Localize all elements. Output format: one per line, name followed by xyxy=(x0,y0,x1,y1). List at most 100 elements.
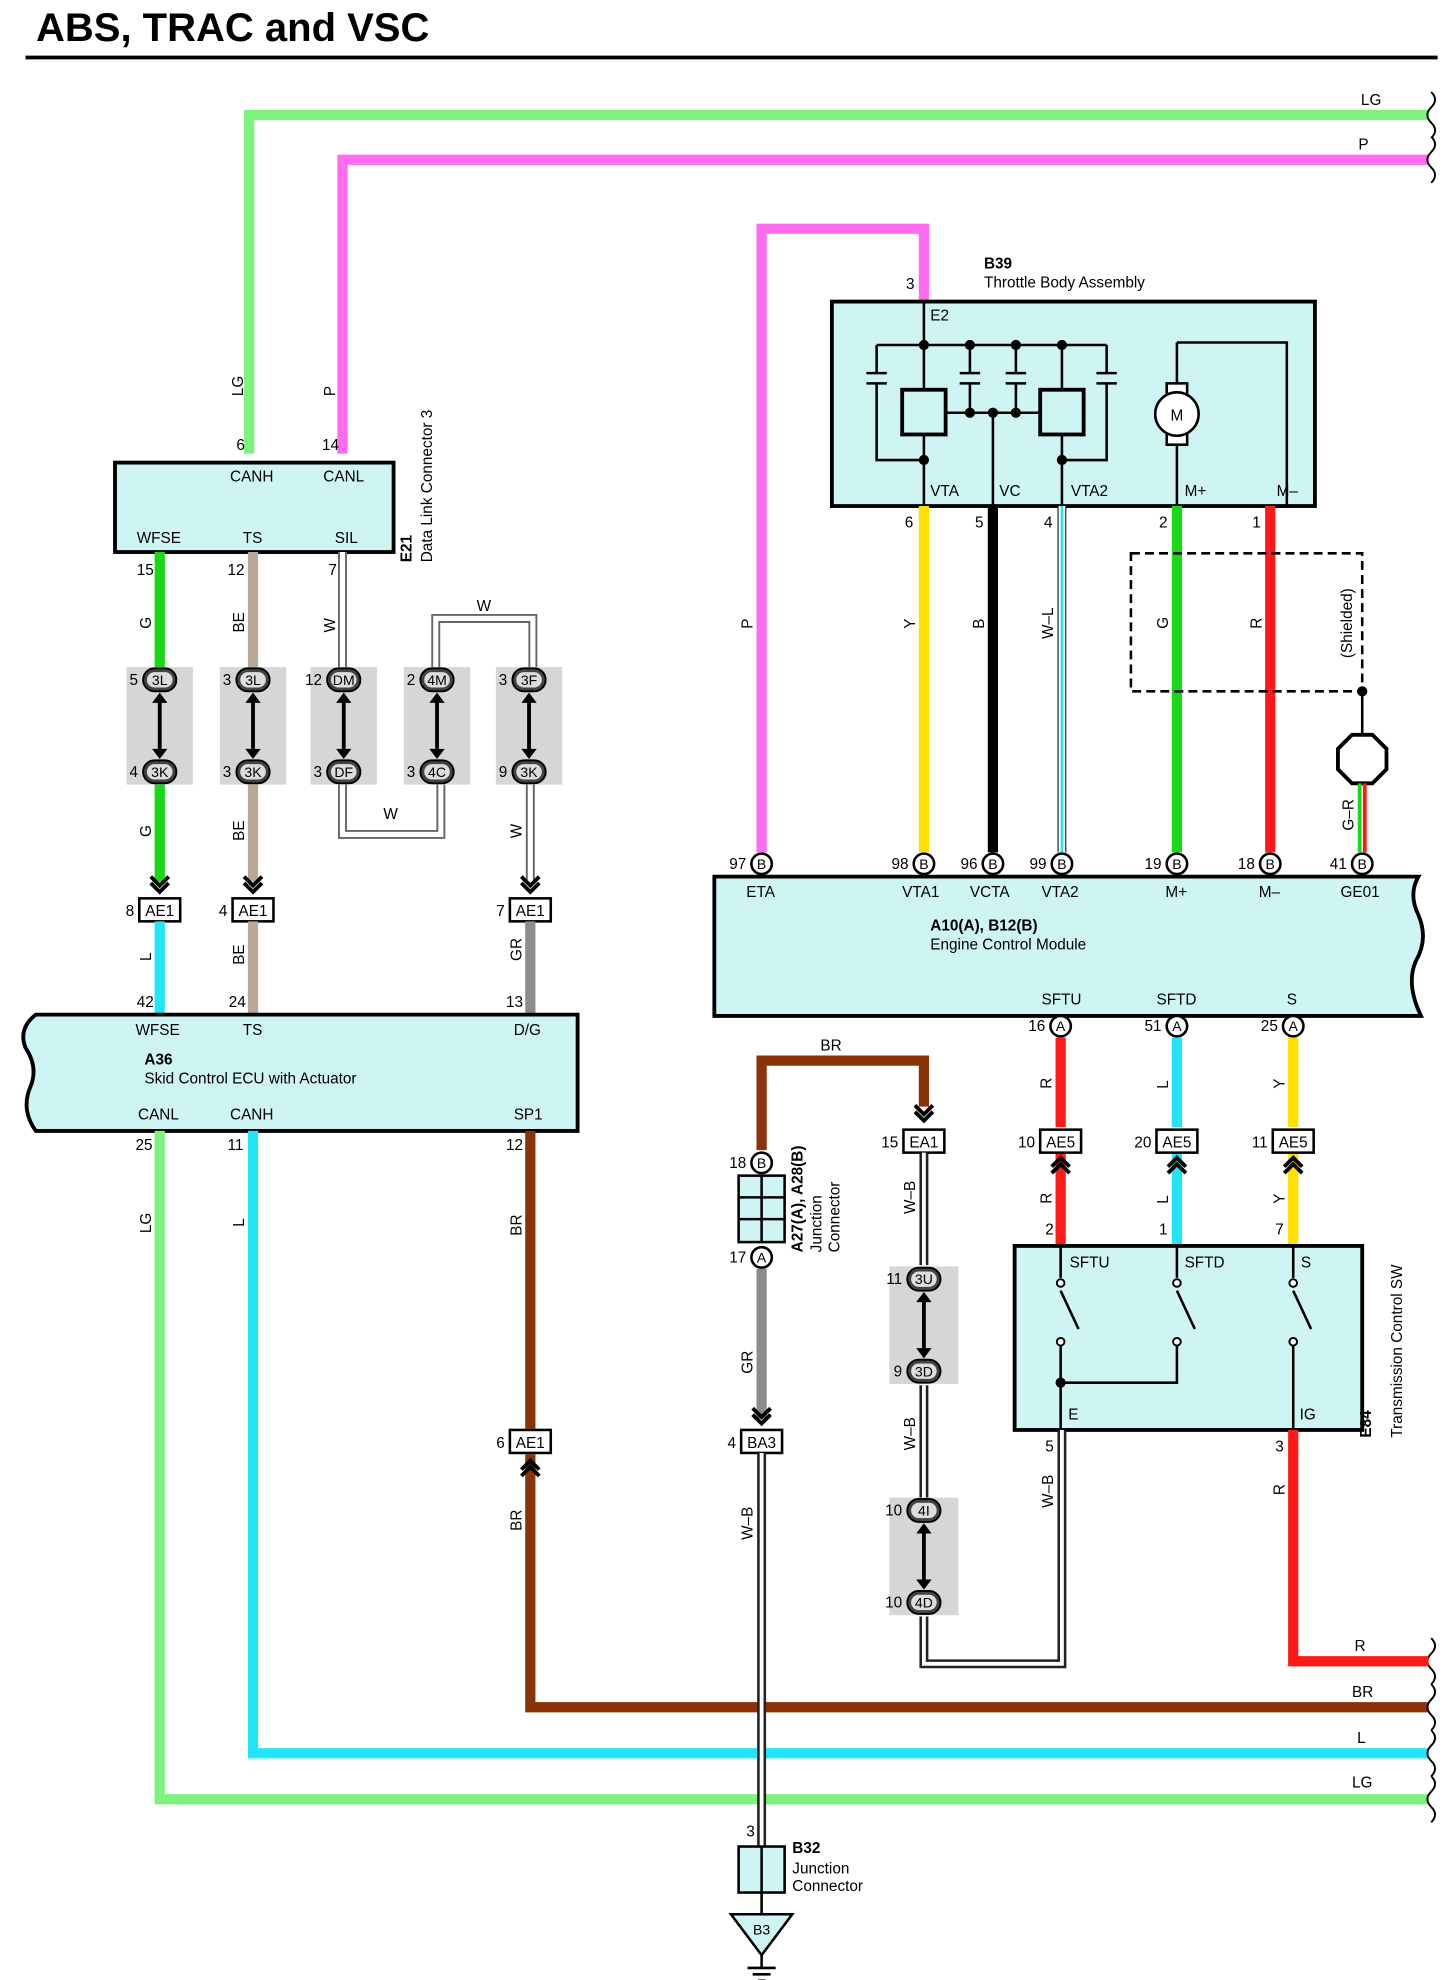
b39-pin-0: 6 xyxy=(905,515,914,532)
wire-label-w-loop-top: W xyxy=(477,598,492,615)
edge-break-lg-top xyxy=(1426,91,1437,139)
b32-name-1: Junction xyxy=(792,1860,849,1877)
junction-4i-4d-top-pin: 10 xyxy=(885,1503,902,1520)
junction-dm-df-bottom-pin: 3 xyxy=(313,764,322,781)
connector-ae1-3-label: AE1 xyxy=(516,903,545,920)
ecm-bottom-pin-2-circle xyxy=(1281,1014,1305,1038)
edge-label-r: R xyxy=(1355,1638,1366,1655)
junction-3u-3d-top-label: 3U xyxy=(915,1271,933,1287)
a27-bottom-pin: 17 xyxy=(729,1250,746,1267)
e84-node xyxy=(1055,1377,1066,1388)
b39-terminal-2: VTA2 xyxy=(1071,483,1108,500)
ecm-top-pin-0-circle xyxy=(750,852,774,876)
b39-sensor-2 xyxy=(1038,387,1086,437)
ecm-top-pin-0-pin: 97 xyxy=(729,856,746,873)
wire-label-br-sp1: BR xyxy=(508,1214,525,1235)
wire-lg-top xyxy=(244,109,1429,454)
e84-pin-sftd: 1 xyxy=(1159,1221,1168,1238)
a36-box xyxy=(21,1012,580,1133)
ae5-1-chev-a xyxy=(1050,1161,1071,1175)
junction-4i-4d-arrow-up xyxy=(916,1523,932,1534)
edge-label-lg-top: LG xyxy=(1361,92,1381,109)
junction-4m-4c-top-label: 4M xyxy=(427,672,447,688)
a27-top-letter: B xyxy=(757,1155,766,1171)
ecm-top-label-0: ETA xyxy=(746,884,775,901)
b39-box xyxy=(829,299,1317,508)
b39-node-3 xyxy=(1056,339,1068,351)
ecm-top-pin-1-pin: 98 xyxy=(892,856,909,873)
ecm-bottom-label-1: SFTD xyxy=(1156,991,1196,1008)
junction-dm-df-bottom-pill-inner xyxy=(330,764,357,780)
ecm-top-pin-5-letter: B xyxy=(1266,856,1275,872)
e84-contact-0 xyxy=(1055,1278,1066,1288)
edge-break-br xyxy=(1426,1683,1437,1731)
junction-dm-df-top-pill-inner xyxy=(330,672,357,688)
ecm-top-pin-3-letter: B xyxy=(1057,856,1066,872)
ecm-bottom-pin-2-pin: 25 xyxy=(1261,1018,1278,1035)
wire-label-gr-r: G–R xyxy=(1340,799,1357,831)
a36-label-canl: CANL xyxy=(138,1106,179,1123)
wire-label-wb-ea1: W–B xyxy=(902,1181,919,1214)
wire-r-ig xyxy=(1288,1429,1429,1667)
a36-name: Skid Control ECU with Actuator xyxy=(144,1071,356,1088)
junction-4i-4d-top-label: 4I xyxy=(918,1503,930,1519)
a27-bottom-letter: A xyxy=(757,1250,767,1266)
a36-pin-wfse: 42 xyxy=(137,994,154,1011)
a36-pin-dg: 13 xyxy=(506,994,523,1011)
ba3-chev-b xyxy=(751,1413,772,1427)
shield-node xyxy=(1357,686,1368,697)
b39-internal-5 xyxy=(875,383,924,462)
e84-label-sftu: SFTU xyxy=(1070,1255,1110,1272)
connector-ae1-4-label: AE1 xyxy=(516,1435,545,1452)
connector-ae5-3-pin: 11 xyxy=(1252,1135,1268,1152)
a27-code: A27(A), A28(B) xyxy=(790,1146,807,1253)
a36-pin-ts: 24 xyxy=(229,994,247,1011)
connector-ae1-2-label: AE1 xyxy=(239,903,268,920)
e84-pin-ig: 3 xyxy=(1275,1439,1284,1456)
b39-node-4 xyxy=(964,407,976,418)
b39-internal-17 xyxy=(1061,383,1108,462)
ecm-top-pin-4-letter: B xyxy=(1172,856,1181,872)
wire-label-w-dg: W xyxy=(508,823,525,838)
e21-label-wfse: WFSE xyxy=(137,530,181,547)
wire-label-y-s-1: Y xyxy=(1271,1079,1288,1089)
junction-dm-df-top-pin: 12 xyxy=(305,672,322,689)
wire-label-br-ea1: BR xyxy=(820,1037,841,1054)
junction-4i-4d-arrow-down xyxy=(916,1579,932,1590)
wire-label-br-ae1: BR xyxy=(508,1510,525,1531)
wire-label-lg-a36: LG xyxy=(138,1213,155,1233)
b39-label-e2: E2 xyxy=(930,308,949,325)
ecm-top-pin-2-pin: 96 xyxy=(961,856,978,873)
e84-pin-sftu: 2 xyxy=(1045,1221,1054,1238)
a27-name-2: Connector xyxy=(827,1182,844,1253)
ae1-2-chev-b xyxy=(242,881,264,895)
wire-label-p-e21: P xyxy=(322,386,339,396)
e84-contact-4 xyxy=(1288,1278,1299,1288)
ecm-top-pin-6-circle xyxy=(1350,852,1374,876)
wire-label-w-loop-bottom: W xyxy=(383,806,398,823)
ecm-bottom-label-2: S xyxy=(1287,991,1297,1008)
ae1-3-chev-b xyxy=(520,881,541,895)
a36-label-sp1: SP1 xyxy=(514,1106,543,1123)
e21-pin-sil: 7 xyxy=(328,562,337,579)
wire-label-wb-e: W–B xyxy=(1040,1475,1057,1508)
b39-motor-icon xyxy=(1153,391,1200,438)
connector-ae5-1-box xyxy=(1038,1128,1083,1154)
connector-ae5-2-pin: 20 xyxy=(1134,1135,1151,1152)
connector-ba3-label: BA3 xyxy=(747,1435,776,1452)
ae1-4-chev-a xyxy=(520,1464,541,1478)
ecm-bottom-pin-0-letter: A xyxy=(1056,1018,1066,1034)
ae5-3-chev-a xyxy=(1282,1161,1304,1175)
wire-label-r-ig: R xyxy=(1271,1484,1288,1495)
junction-3f-3k-bottom-pin: 9 xyxy=(499,764,508,781)
b39-node-6 xyxy=(1010,407,1022,418)
wire-label-r-sftu-1: R xyxy=(1039,1078,1056,1089)
junction-3u-3d-arrow-up xyxy=(916,1291,932,1303)
junction-dm-df-arrow-up xyxy=(336,692,352,703)
ae1-2-chev-a xyxy=(242,875,264,889)
ae1-1-chev-b xyxy=(149,881,171,895)
junction-3l-3k-b-bottom-label: 3K xyxy=(244,764,262,780)
junction-4i-4d-bottom-label: 4D xyxy=(915,1595,933,1611)
junction-3l-3k-a-arrow-down xyxy=(152,748,168,760)
